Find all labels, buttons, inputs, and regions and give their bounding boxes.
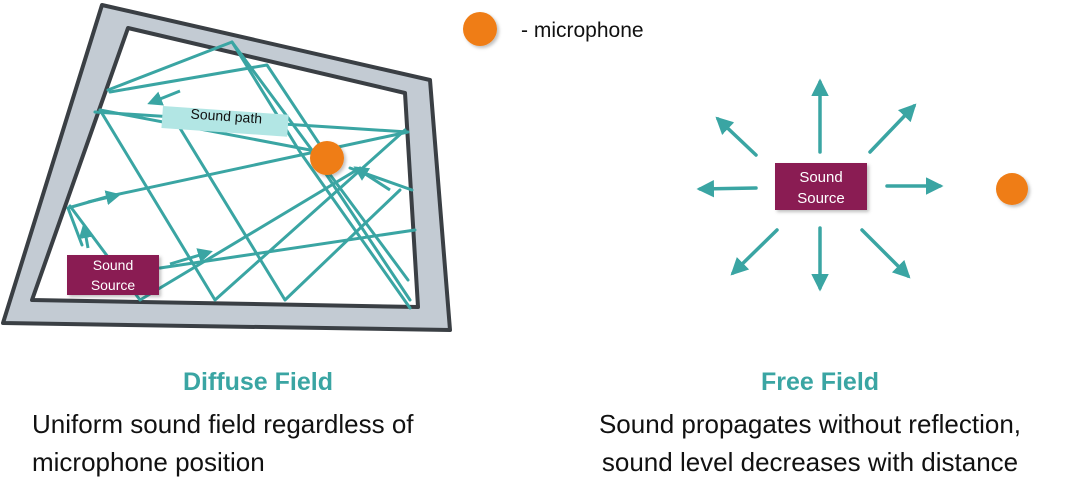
free-sound-source: Sound Source — [775, 163, 867, 210]
ray-arrow — [147, 89, 181, 106]
free-sound-source-box — [775, 163, 867, 210]
diffuse-field-description: Uniform sound field regardless of microp… — [32, 405, 502, 481]
diffuse-desc-line2: microphone position — [32, 447, 265, 477]
sound-path-label: Sound path — [161, 106, 289, 137]
room-sound-source-line1: Sound — [93, 257, 133, 273]
free-sound-source-line2: Source — [797, 190, 845, 207]
legend-microphone-icon — [463, 12, 497, 46]
legend-label: - microphone — [521, 19, 644, 42]
free-desc-line1: Sound propagates without reflection, — [598, 409, 1022, 439]
radiation-arrow-left — [696, 180, 758, 198]
room-wall — [1, 3, 452, 332]
diffuse-field-title: Diffuse Field — [182, 368, 333, 396]
sound-path-label-bg — [161, 106, 289, 137]
room-sound-source: Sound Source — [67, 255, 159, 295]
radiation-arrow-down-right — [860, 228, 911, 279]
ray-arrow — [353, 166, 391, 192]
diffuse-desc-line1: Uniform sound field regardless of — [32, 409, 414, 439]
free-field-title: Free Field — [760, 368, 880, 396]
room-microphone — [310, 141, 344, 175]
ray-arrowheads — [78, 89, 391, 266]
sound-ray — [106, 40, 412, 310]
sound-ray — [108, 63, 332, 162]
room-sound-source-box — [67, 255, 159, 295]
sound-ray — [173, 118, 402, 302]
radiation-arrow-up-right — [868, 103, 917, 154]
radiation-arrow-down-left — [730, 228, 779, 276]
sound-path-label-text: Sound path — [190, 106, 263, 127]
free-sound-source-line1: Sound — [799, 169, 842, 186]
free-field-arrows — [696, 78, 944, 292]
legend: - microphone — [463, 12, 644, 46]
room-sound-source-line2: Source — [91, 277, 136, 293]
free-microphone — [996, 173, 1028, 205]
diffuse-room — [1, 3, 452, 332]
ray-arrow — [87, 190, 121, 206]
free-field-description: Sound propagates without reflection, sou… — [560, 405, 1060, 481]
ray-arrow — [78, 223, 94, 249]
sound-ray — [98, 108, 407, 302]
radiation-arrow-up-left — [715, 116, 758, 157]
ray-arrow — [169, 248, 213, 266]
free-desc-line2: sound level decreases with distance — [601, 447, 1019, 477]
